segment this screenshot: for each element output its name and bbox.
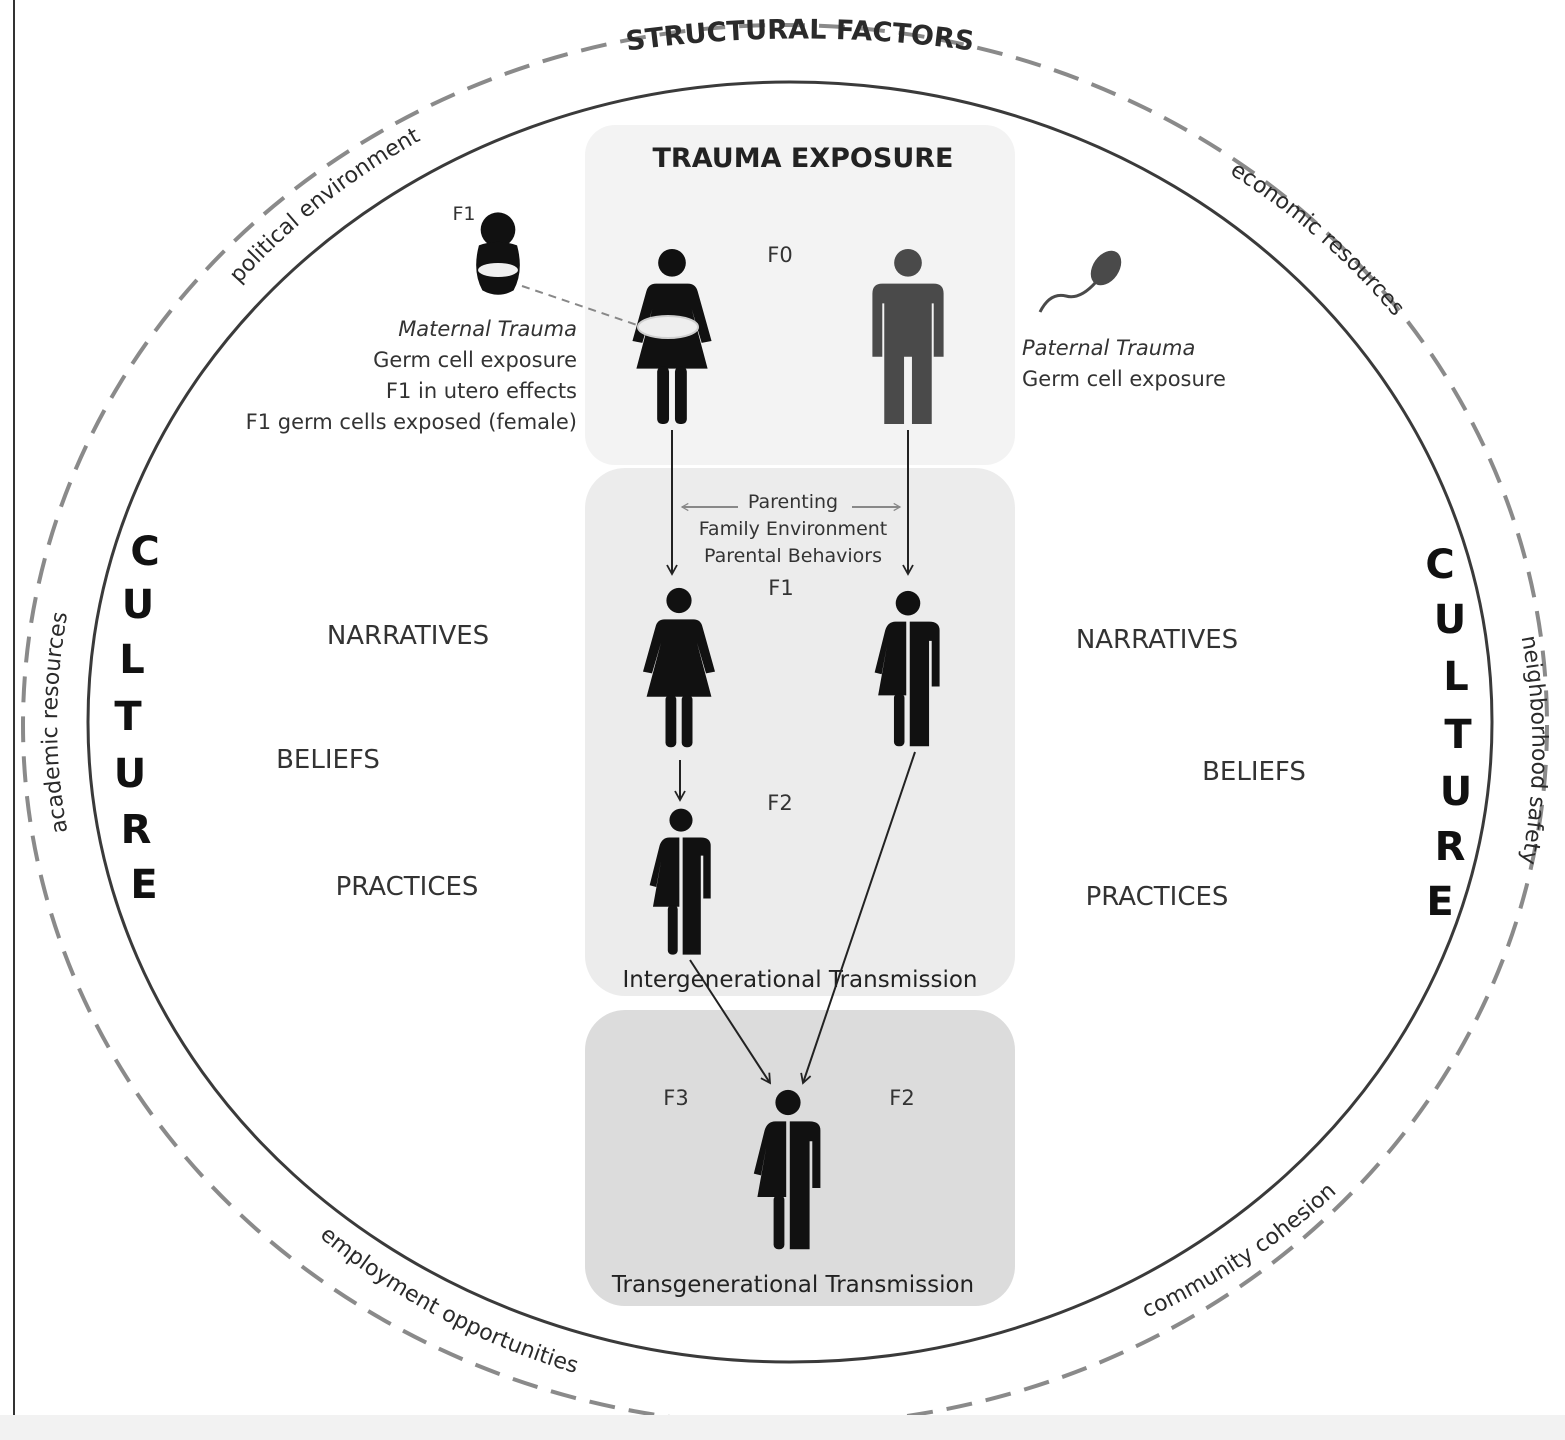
culture-right-letter: T (1444, 712, 1472, 758)
culture-left-letter: T (114, 694, 142, 740)
paternal-trauma-title: Paternal Trauma (1022, 336, 1195, 360)
family-environment-label: Family Environment (699, 518, 888, 540)
culture-left-practices: PRACTICES (336, 872, 479, 902)
factor-community-cohesion: community cohesion (1139, 1178, 1342, 1323)
culture-right-letter: E (1426, 879, 1453, 925)
maternal-line-in-utero: F1 in utero effects (386, 379, 577, 403)
maternal-trauma-title: Maternal Trauma (398, 317, 577, 341)
culture-right-narratives: NARRATIVES (1076, 625, 1238, 655)
culture-left-letter: C (130, 529, 159, 575)
womb-highlight-icon (637, 315, 699, 339)
maternal-line-germ-cell: Germ cell exposure (373, 348, 577, 372)
generation-f1-label: F1 (768, 576, 793, 600)
fetus-icon (476, 212, 520, 295)
generation-f2-label: F2 (767, 791, 792, 815)
culture-left-narratives: NARRATIVES (327, 621, 489, 651)
generation-f2-paternal-label: F2 (889, 1086, 914, 1110)
culture-left-letter: U (114, 751, 146, 797)
generation-f3-label: F3 (663, 1086, 688, 1110)
culture-left-word: C U L T U R E (114, 529, 160, 908)
bottom-fade (0, 1415, 1565, 1440)
parenting-label: Parenting (748, 491, 838, 513)
maternal-line-germ-cells-female: F1 germ cells exposed (female) (246, 410, 577, 434)
culture-right-word: C U L T U R E (1425, 542, 1472, 925)
fetus-womb-band-icon (478, 263, 518, 277)
arrow-f2-to-f3 (689, 959, 772, 1085)
culture-right-letter: U (1440, 769, 1472, 815)
culture-left-letter: L (119, 637, 145, 683)
arrow-f1-male-to-f2 (800, 751, 916, 1085)
culture-right-letter: R (1435, 824, 1466, 870)
culture-right-letter: U (1434, 597, 1466, 643)
intergenerational-caption: Intergenerational Transmission (622, 967, 977, 993)
trauma-exposure-title: TRAUMA EXPOSURE (653, 143, 954, 174)
culture-right-letter: C (1425, 542, 1454, 588)
culture-left-letter: E (130, 862, 157, 908)
structural-factors-ring (21, 23, 1549, 1427)
generation-f0-label: F0 (767, 243, 792, 267)
culture-left-beliefs: BELIEFS (276, 745, 380, 775)
culture-right-practices: PRACTICES (1086, 882, 1229, 912)
culture-right-beliefs: BELIEFS (1202, 757, 1306, 787)
culture-left-letter: R (121, 807, 152, 853)
parental-behaviors-label: Parental Behaviors (704, 545, 882, 567)
factor-employment-opportunities: employment opportunities (315, 1222, 581, 1379)
sperm-icon (1038, 250, 1122, 313)
fetus-f1-label: F1 (452, 203, 475, 225)
transgenerational-caption: Transgenerational Transmission (611, 1272, 974, 1298)
factor-political-environment: political environment (225, 123, 425, 288)
culture-left-letter: U (122, 582, 154, 628)
culture-right-letter: L (1443, 654, 1469, 700)
structural-factors-title: STRUCTURAL FACTORS (624, 14, 976, 57)
paternal-line-germ-cell: Germ cell exposure (1022, 367, 1226, 391)
culture-ellipse (86, 80, 1494, 1364)
factor-academic-resources: academic resources (38, 610, 73, 835)
trauma-exposure-box (585, 125, 1015, 465)
factor-economic-resources: economic resources (1226, 157, 1409, 320)
fetus-connector-line (521, 285, 641, 327)
